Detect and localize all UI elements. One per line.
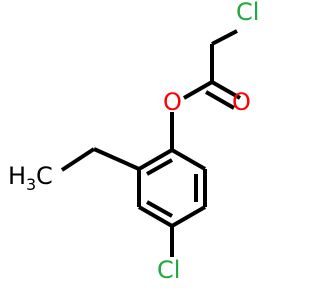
ring-bond-6 xyxy=(138,148,173,171)
ring-bond-3 xyxy=(171,205,206,228)
structure-diagram: Cl O O Cl H 3 C xyxy=(8,0,259,284)
ring-bond-1 xyxy=(171,148,206,171)
atom-label-methyl-subscript: 3 xyxy=(26,175,36,194)
molecule-svg: Cl O O Cl H 3 C xyxy=(8,0,259,284)
atom-label-cl-bottom: Cl xyxy=(157,256,180,284)
atom-label-methyl-c: C xyxy=(36,162,53,190)
bond-carbonyl-o-ether xyxy=(183,80,213,100)
bond-cl-ch2 xyxy=(211,29,238,46)
atom-label-o-carbonyl: O xyxy=(232,88,251,116)
ring-bond-4 xyxy=(138,205,173,228)
bond-carbonyl-double-1 xyxy=(211,80,241,100)
bond-ring-ch2 xyxy=(93,147,140,171)
atom-label-cl-top: Cl xyxy=(236,0,259,26)
bond-carbonyl-double-2 xyxy=(205,90,235,110)
ring-inner-bond-a xyxy=(146,158,173,176)
bond-ch2-ch3 xyxy=(60,147,96,172)
atom-label-methyl-h: H xyxy=(8,162,26,190)
ring-inner-bond-c xyxy=(146,200,173,218)
atom-label-o-ether: O xyxy=(163,88,182,116)
